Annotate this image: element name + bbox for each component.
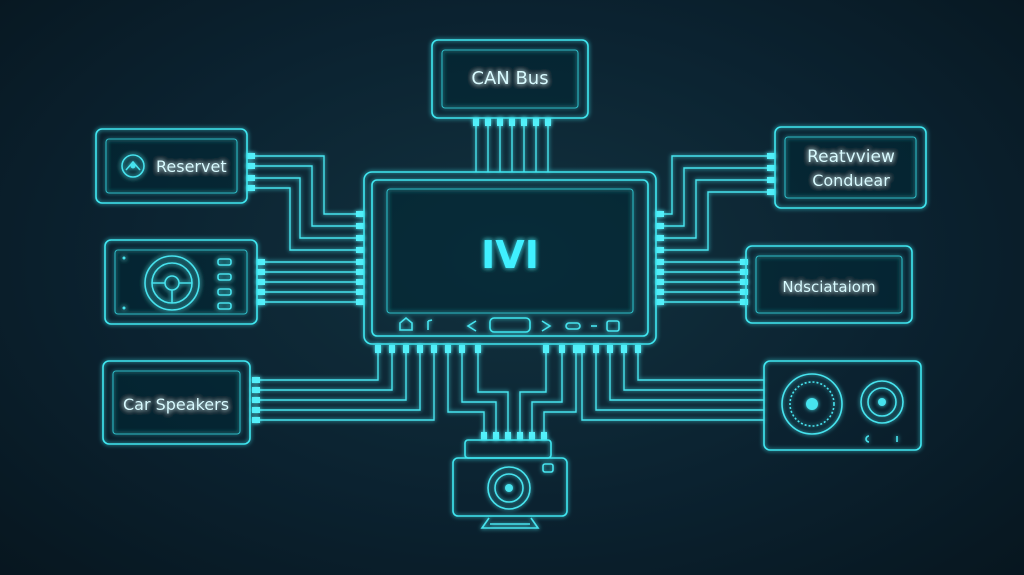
- connector-pins: [247, 118, 775, 440]
- rearview-label-line2: Conduear: [812, 171, 890, 190]
- play-icon: [541, 320, 552, 332]
- music-note-icon: [427, 319, 433, 330]
- car-speakers-label: Car Speakers: [123, 395, 229, 414]
- speaker-icon: [781, 373, 904, 443]
- wire-group-rearview: [658, 155, 775, 251]
- steering-control-module: [104, 239, 258, 325]
- camera-module: [452, 439, 568, 529]
- square-button-icon: [606, 320, 620, 332]
- wire-group-car-speakers: [252, 345, 435, 421]
- pill-button-icon: [565, 322, 581, 330]
- ndsciataiom-module: Ndsciataiom: [745, 245, 913, 324]
- head-unit-controls: [399, 316, 620, 333]
- rearview-module: Reatvview Conduear: [774, 126, 927, 209]
- gauge-icon: [121, 154, 145, 178]
- back-arrow-icon: [466, 320, 477, 332]
- wire-group-speaker-unit: [581, 345, 764, 421]
- camera-icon: [452, 439, 568, 529]
- wire-group-reservet: [247, 155, 362, 251]
- ivi-label: IVI: [481, 233, 539, 277]
- wires: [247, 118, 775, 438]
- wire-group-steering: [257, 261, 362, 303]
- reservet-label: Reservet: [156, 157, 227, 176]
- ndsciataiom-label: Ndsciataiom: [782, 278, 875, 296]
- wire-group-camera: [447, 345, 577, 438]
- can-bus-module: CAN Bus: [431, 39, 589, 119]
- reservet-module: Reservet: [95, 128, 248, 204]
- car-speakers-module: Car Speakers: [102, 360, 251, 445]
- ivi-head-unit: IVI: [363, 171, 657, 345]
- control-buttons: [122, 256, 232, 310]
- wire-group-can-bus: [475, 118, 549, 172]
- steering-wheel-icon: [144, 255, 200, 311]
- home-icon: [399, 316, 413, 331]
- center-button: [489, 317, 531, 333]
- wire-group-ndsciataiom: [658, 261, 746, 303]
- can-bus-label: CAN Bus: [471, 68, 548, 89]
- speaker-unit-module: [763, 360, 922, 451]
- rearview-label-line1: Reatvview: [807, 147, 895, 167]
